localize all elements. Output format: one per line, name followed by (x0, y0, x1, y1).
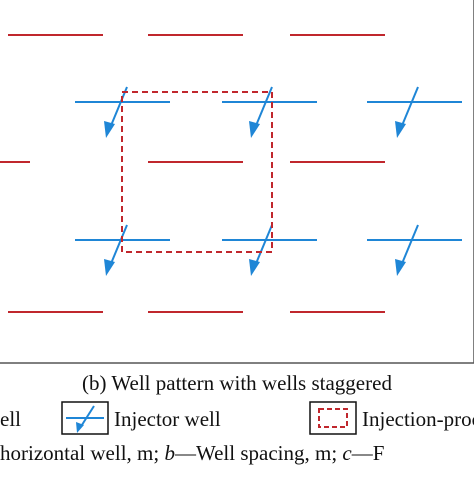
injector-arrowhead (395, 259, 406, 276)
footnote-part-3: —F (351, 441, 385, 465)
unit-legend-box (309, 401, 357, 435)
legend-injector-label: Injector well (114, 407, 221, 431)
figure-footnote: horizontal well, m; b—Well spacing, m; c… (0, 441, 384, 466)
injector-arrow (109, 86, 128, 129)
footnote-part-2: —Well spacing, m; (174, 441, 343, 465)
legend-producer-label: ell (0, 407, 21, 431)
injector-legend-arrowhead (76, 422, 84, 433)
injector-arrow (109, 224, 128, 267)
injector-arrow (254, 86, 273, 129)
injection-production-unit-box (121, 91, 273, 253)
injector-arrowhead (104, 121, 115, 138)
injector-row-1 (75, 86, 462, 138)
injector-arrow (400, 86, 419, 129)
figure-caption: (b) Well pattern with wells staggered (82, 371, 392, 395)
injector-well-arrow-icon (79, 405, 95, 429)
injector-arrow (400, 224, 419, 267)
legend (61, 401, 357, 435)
legend-unit-label: Injection-proc (362, 407, 474, 431)
figure-frame (0, 0, 474, 364)
injector-arrow (254, 224, 273, 267)
footnote-var-b: b (164, 441, 175, 465)
injector-arrowhead (104, 259, 115, 276)
injector-arrowhead (395, 121, 406, 138)
injector-row-2 (75, 224, 462, 276)
injector-arrowhead (249, 121, 260, 138)
footnote-part-1: horizontal well, m; (0, 441, 165, 465)
injector-arrowhead (249, 259, 260, 276)
footnote-var-c: c (342, 441, 352, 465)
injection-production-unit-box-icon (318, 408, 348, 428)
